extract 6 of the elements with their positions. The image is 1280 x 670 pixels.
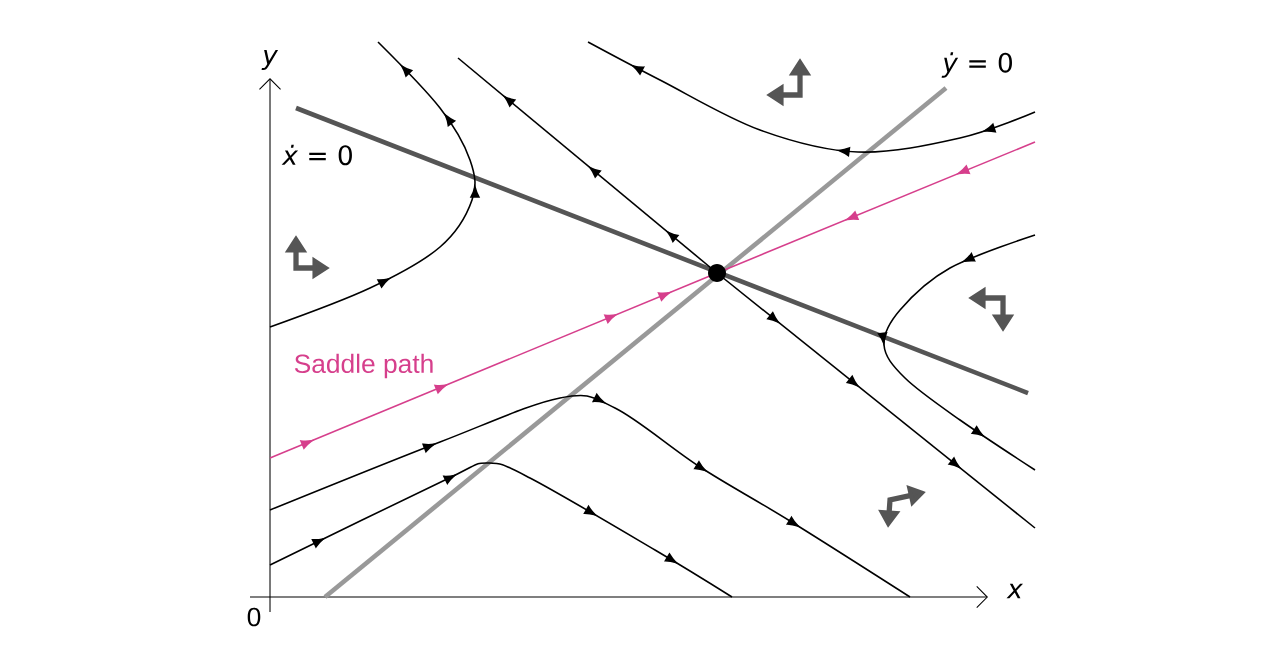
axis-label: x	[1006, 583, 1024, 599]
axis-label: y	[261, 50, 279, 70]
saddle-path-label: Saddle path	[294, 353, 433, 379]
nullcline-label: ẋ = 0	[281, 144, 352, 166]
origin-label: 0	[247, 607, 261, 627]
nullcline-label: ẏ = 0	[941, 52, 1012, 78]
